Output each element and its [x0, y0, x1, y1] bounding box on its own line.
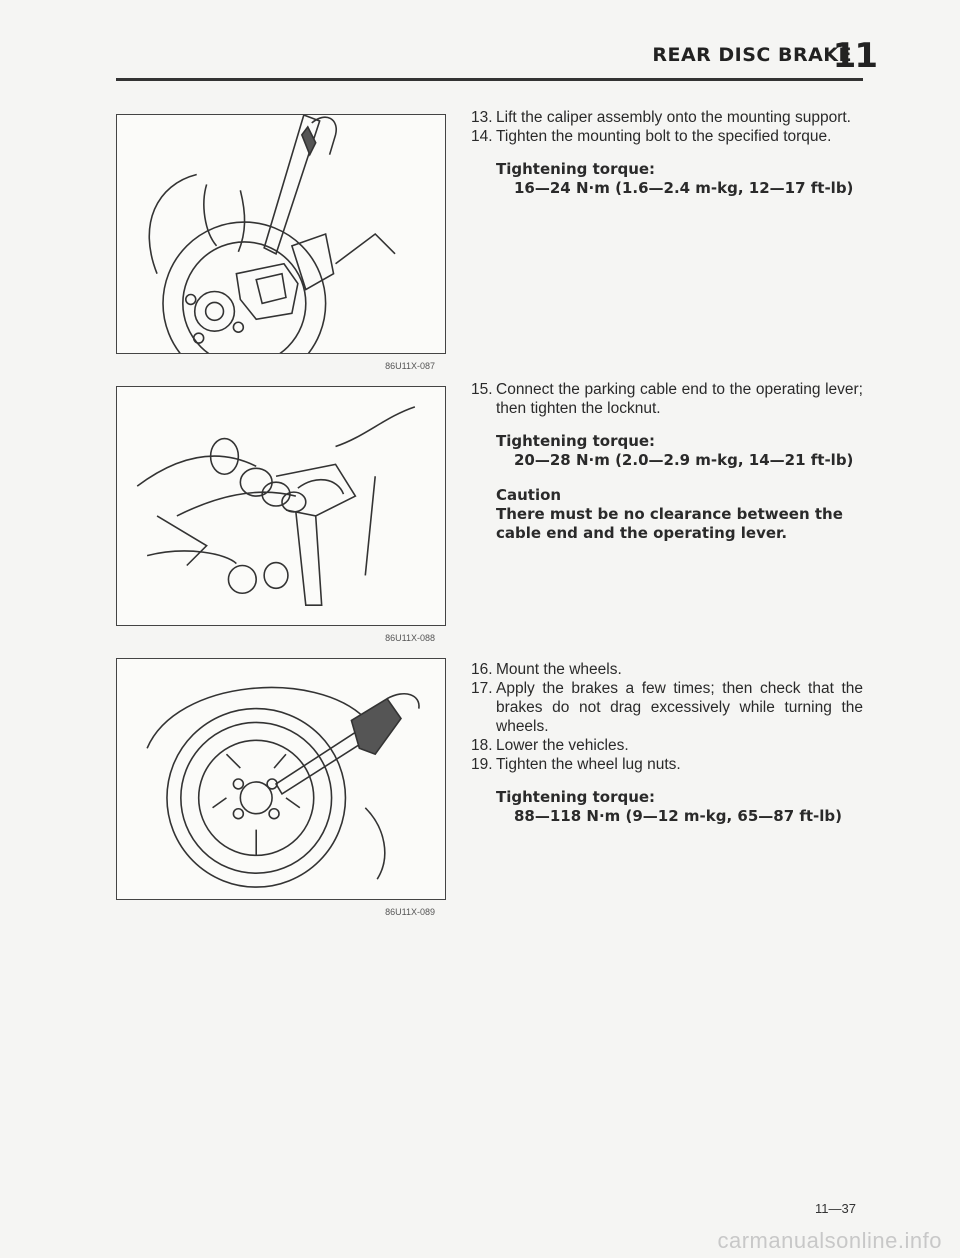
- step-text: Mount the wheels.: [496, 661, 622, 678]
- torque-value: 88—118 N·m (9—12 m-kg, 65—87 ft-lb): [514, 807, 843, 825]
- torque-value: 20—28 N·m (2.0—2.9 m-kg, 14—21 ft-lb): [514, 451, 854, 469]
- torque-spec: Tightening torque: 88—118 N·m (9—12 m-kg…: [496, 788, 863, 826]
- torque-spec: Tightening torque: 16—24 N·m (1.6—2.4 m-…: [496, 160, 863, 198]
- step-number: 13.: [471, 109, 493, 126]
- figure-wheel: 86U11X-089: [116, 658, 446, 917]
- torque-label: Tightening torque:: [496, 160, 656, 178]
- step-14: 14. Tighten the mounting bolt to the spe…: [471, 127, 863, 146]
- figure-caliper: 86U11X-087: [116, 114, 446, 371]
- step-text: Lower the vehicles.: [496, 737, 629, 754]
- step-text: Apply the brakes a few times; then check…: [496, 680, 863, 735]
- torque-label: Tightening torque:: [496, 788, 656, 806]
- step-number: 18.: [471, 737, 493, 754]
- step-number: 17.: [471, 680, 493, 697]
- caution-text: There must be no clearance between the c…: [496, 505, 843, 542]
- figure-code: 86U11X-087: [385, 361, 435, 371]
- step-number: 14.: [471, 128, 493, 145]
- step-text: Tighten the wheel lug nuts.: [496, 756, 681, 773]
- section-title: REAR DISC BRAKE: [652, 44, 852, 66]
- step-19: 19. Tighten the wheel lug nuts.: [471, 755, 863, 774]
- step-18: 18. Lower the vehicles.: [471, 736, 863, 755]
- torque-spec: Tightening torque: 20—28 N·m (2.0—2.9 m-…: [496, 432, 863, 470]
- step-text: Connect the parking cable end to the ope…: [496, 381, 863, 417]
- step-number: 15.: [471, 381, 493, 398]
- caliper-mounting-illustration: [148, 115, 396, 353]
- figure-code: 86U11X-088: [385, 633, 435, 643]
- header-rule: [116, 78, 863, 81]
- page-number: 11—37: [815, 1201, 856, 1216]
- chapter-number: 11: [832, 36, 878, 76]
- step-number: 19.: [471, 756, 493, 773]
- watermark: carmanualsonline.info: [717, 1228, 942, 1253]
- step-17: 17. Apply the brakes a few times; then c…: [471, 679, 863, 736]
- figure-parking-cable: 86U11X-088: [116, 386, 446, 643]
- section-steps-16-19: 16. Mount the wheels. 17. Apply the brak…: [471, 660, 863, 826]
- step-16: 16. Mount the wheels.: [471, 660, 863, 679]
- torque-value: 16—24 N·m (1.6—2.4 m-kg, 12—17 ft-lb): [514, 179, 854, 197]
- caution-note: Caution There must be no clearance betwe…: [496, 486, 863, 543]
- step-text: Tighten the mounting bolt to the specifi…: [496, 128, 832, 145]
- section-steps-13-14: 13. Lift the caliper assembly onto the m…: [471, 108, 863, 198]
- torque-label: Tightening torque:: [496, 432, 656, 450]
- step-15: 15. Connect the parking cable end to the…: [471, 380, 863, 418]
- step-number: 16.: [471, 661, 493, 678]
- step-text: Lift the caliper assembly onto the mount…: [496, 109, 851, 126]
- figure-code: 86U11X-089: [385, 907, 435, 917]
- step-13: 13. Lift the caliper assembly onto the m…: [471, 108, 863, 127]
- wheel-lug-nut-illustration: [146, 686, 420, 888]
- caution-label: Caution: [496, 486, 562, 504]
- parking-cable-illustration: [136, 406, 416, 606]
- section-step-15: 15. Connect the parking cable end to the…: [471, 380, 863, 543]
